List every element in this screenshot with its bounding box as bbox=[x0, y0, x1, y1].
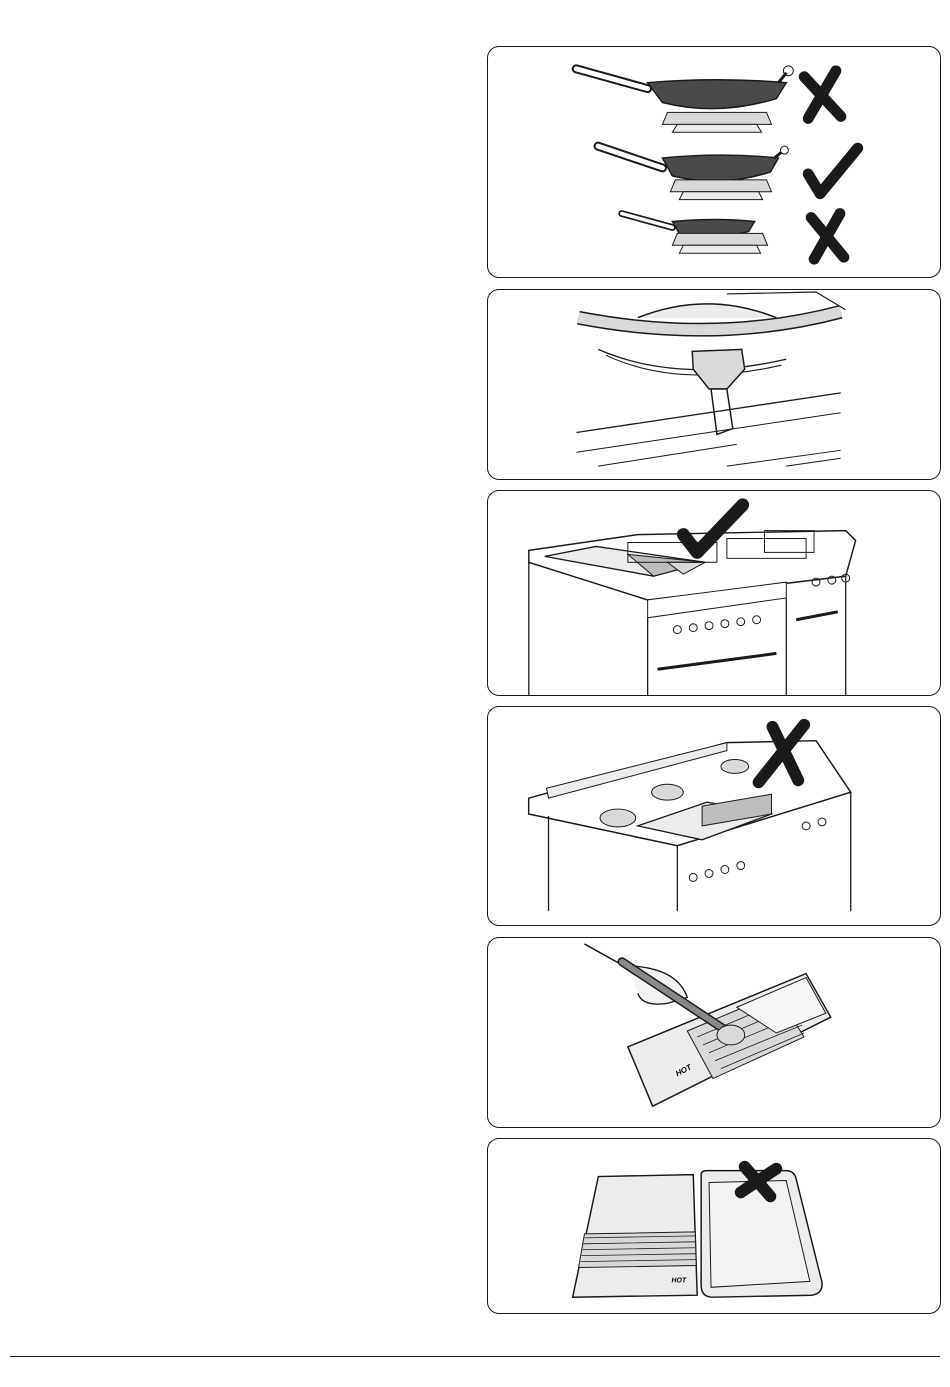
large-wok bbox=[576, 66, 793, 109]
griddle-wrong-illustration bbox=[487, 706, 941, 926]
wok-stand-drawing bbox=[488, 290, 940, 479]
hot-label: HOT bbox=[671, 1277, 686, 1284]
burner-1 bbox=[662, 112, 771, 132]
footer-rule bbox=[10, 1356, 940, 1357]
tick-mark bbox=[808, 148, 858, 194]
griddle-plates-drawing: HOT bbox=[488, 1139, 940, 1313]
griddle-correct-illustration bbox=[487, 490, 941, 696]
griddle-cleaning-drawing: HOT bbox=[488, 938, 940, 1127]
griddle-cleaning-illustration: HOT bbox=[487, 937, 941, 1128]
cross-mark-2 bbox=[811, 214, 844, 260]
burner-2 bbox=[670, 180, 771, 200]
left-griddle-plate: HOT bbox=[573, 1175, 698, 1298]
griddle-wrong-drawing bbox=[488, 707, 940, 925]
wok-size-illustration bbox=[487, 46, 941, 278]
griddle-plates-illustration: HOT bbox=[487, 1138, 941, 1314]
wok-size-drawing bbox=[488, 47, 940, 277]
cross-mark-1 bbox=[804, 71, 841, 119]
hand-with-brush bbox=[584, 944, 744, 1045]
griddle-correct-drawing bbox=[488, 491, 940, 695]
medium-wok bbox=[598, 146, 788, 181]
burner-3 bbox=[672, 233, 767, 253]
wok-stand-illustration bbox=[487, 289, 941, 480]
